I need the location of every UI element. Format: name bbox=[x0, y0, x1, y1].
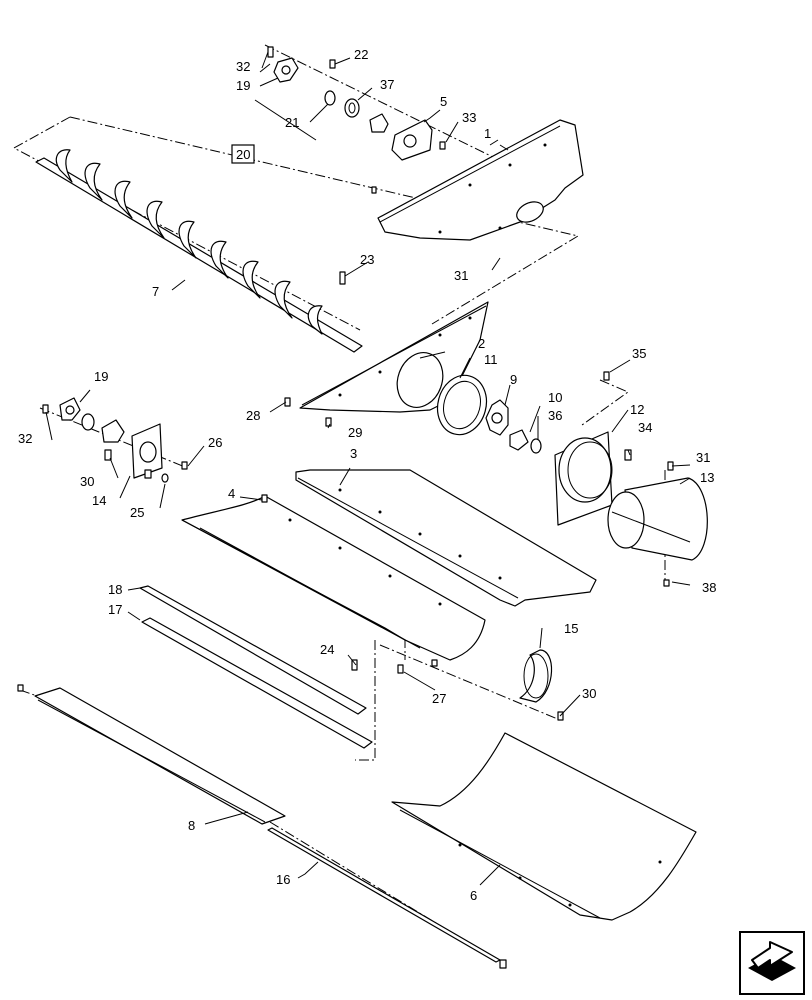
callout-36: 36 bbox=[548, 408, 562, 423]
part-5-bearing-plate bbox=[391, 119, 433, 161]
part-4-curved-trough bbox=[181, 494, 486, 661]
callout-16: 16 bbox=[276, 872, 290, 887]
next-page-arrow-icon[interactable] bbox=[739, 931, 805, 995]
lower-left-hardware-group bbox=[42, 397, 332, 483]
callout-5: 5 bbox=[440, 94, 447, 109]
callout-29: 29 bbox=[348, 425, 362, 440]
callout-35: 35 bbox=[632, 346, 646, 361]
callout-21: 21 bbox=[285, 115, 299, 130]
small-fasteners bbox=[351, 659, 404, 674]
callout-8: 8 bbox=[188, 818, 195, 833]
callout-31-right: 31 bbox=[696, 450, 710, 465]
svg-text:20: 20 bbox=[236, 147, 250, 162]
callout-23: 23 bbox=[360, 252, 374, 267]
part-15-ring-segment bbox=[431, 649, 564, 721]
callout-9: 9 bbox=[510, 372, 517, 387]
callout-11: 11 bbox=[484, 352, 498, 367]
callout-33: 33 bbox=[462, 110, 476, 125]
callout-7: 7 bbox=[152, 284, 159, 299]
callout-22: 22 bbox=[354, 47, 368, 62]
callout-38: 38 bbox=[702, 580, 716, 595]
callout-30-right: 30 bbox=[582, 686, 596, 701]
callout-3: 3 bbox=[350, 446, 357, 461]
upper-hardware-group bbox=[267, 46, 446, 194]
callout-17: 17 bbox=[108, 602, 122, 617]
callout-30-left: 30 bbox=[80, 474, 94, 489]
callout-14: 14 bbox=[92, 493, 106, 508]
callout-37: 37 bbox=[380, 77, 394, 92]
part-18-strip bbox=[139, 585, 367, 715]
part-17-strip bbox=[141, 617, 373, 749]
part-7-auger bbox=[35, 149, 363, 353]
callout-25: 25 bbox=[130, 505, 144, 520]
part-1-upper-plate bbox=[377, 119, 584, 241]
callout-32-upper: 32 bbox=[236, 59, 250, 74]
callout-2: 2 bbox=[478, 336, 485, 351]
callout-labels: 1 2 3 4 5 6 7 8 9 10 11 12 13 14 15 16 1… bbox=[18, 47, 716, 903]
leader-lines bbox=[45, 51, 691, 886]
callout-31-upper: 31 bbox=[454, 268, 468, 283]
callout-20-boxed: 20 bbox=[231, 144, 255, 164]
callout-12: 12 bbox=[630, 402, 644, 417]
callout-13: 13 bbox=[700, 470, 714, 485]
callout-15: 15 bbox=[564, 621, 578, 636]
callout-6: 6 bbox=[470, 888, 477, 903]
callout-32-lower: 32 bbox=[18, 431, 32, 446]
callout-10: 10 bbox=[548, 390, 562, 405]
part-16-rod bbox=[267, 827, 507, 969]
part-6-bottom-pan bbox=[391, 732, 697, 921]
part-8-long-cover bbox=[17, 684, 286, 825]
callout-26: 26 bbox=[208, 435, 222, 450]
callout-24: 24 bbox=[320, 642, 334, 657]
callout-4: 4 bbox=[228, 486, 235, 501]
part-3-trough-shield bbox=[295, 469, 597, 607]
callout-19-upper: 19 bbox=[236, 78, 250, 93]
callout-18: 18 bbox=[108, 582, 122, 597]
part-12-drive-housing bbox=[554, 371, 632, 526]
callout-1: 1 bbox=[484, 126, 491, 141]
callout-34: 34 bbox=[638, 420, 652, 435]
callout-27: 27 bbox=[432, 691, 446, 706]
part-13-cylinder-guard bbox=[607, 461, 708, 587]
callout-28: 28 bbox=[246, 408, 260, 423]
callout-19-lower: 19 bbox=[94, 369, 108, 384]
drive-components bbox=[436, 374, 542, 454]
